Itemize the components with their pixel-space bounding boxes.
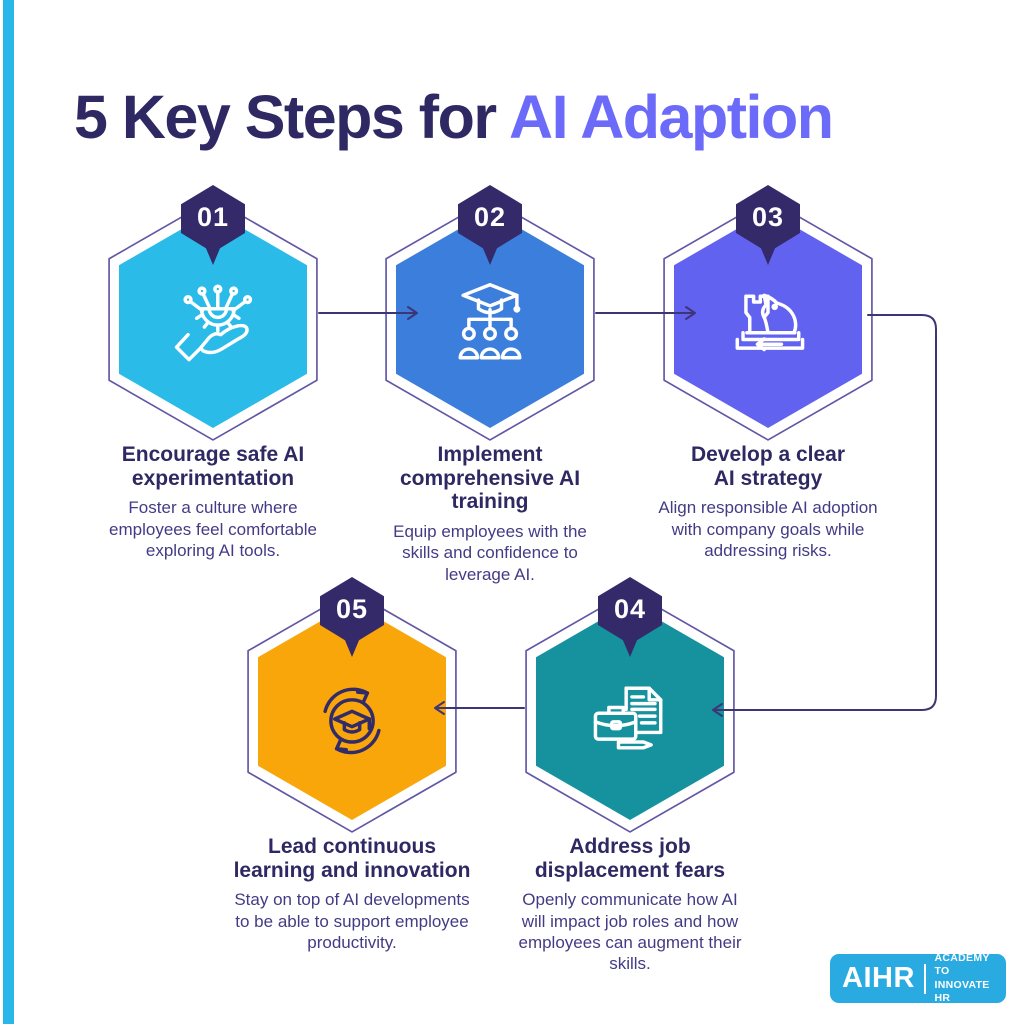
tagline-line2: INNOVATE HR [934, 978, 990, 1004]
training-org-chart-icon [458, 283, 522, 360]
step-description: Openly communicate how AI will impact jo… [518, 890, 742, 974]
title-accent: AI Adaption [509, 83, 834, 151]
hexagon-shape [119, 211, 307, 428]
step-04: 04 Address job displacement fears Openly… [480, 577, 780, 974]
step-title: Lead continuous learning and innovation [233, 835, 471, 882]
tagline-line1: ACADEMY TO [934, 952, 990, 978]
hexagon [119, 211, 307, 428]
step-title: Address job displacement fears [534, 835, 726, 882]
chess-strategy-icon [735, 293, 805, 352]
step-03-hexagon-area: 03 [618, 185, 918, 441]
step-title: Develop a clear AI strategy [690, 443, 846, 490]
step-01-hexagon-area: 01 [63, 185, 363, 441]
step-02: 02 Implement comprehensive AI training E… [340, 185, 640, 585]
step-number: 02 [473, 202, 507, 232]
step-number: 03 [751, 202, 785, 232]
step-02-hexagon-area: 02 [340, 185, 640, 441]
step-number: 01 [196, 202, 230, 232]
step-description: Equip employees with the skills and conf… [393, 522, 587, 584]
step-title: Implement comprehensive AI training [399, 443, 581, 514]
step-number: 04 [613, 594, 647, 624]
step-number-badge: 03 [736, 185, 800, 265]
aihr-logo: AIHR ACADEMY TO INNOVATE HR [830, 952, 1006, 1005]
step-description: Stay on top of AI developments to be abl… [234, 890, 470, 952]
step-description: Align responsible AI adoption with compa… [658, 498, 878, 560]
step-05-hexagon-area: 05 [202, 577, 502, 833]
title-prefix: 5 Key Steps for [74, 83, 497, 151]
hexagon-shape [536, 603, 724, 820]
hand-ai-gear-icon [174, 284, 253, 362]
left-accent-bar [3, 0, 14, 1024]
step-04-hexagon-area: 04 [480, 577, 780, 833]
step-number: 05 [335, 594, 369, 624]
continuous-learning-icon [323, 687, 381, 755]
step-05: 05 Lead continuous learning and innovati… [202, 577, 502, 953]
step-03: 03 Develop a clear AI strategy Align res… [618, 185, 918, 561]
step-title: Encourage safe AI experimentation [121, 443, 305, 490]
briefcase-document-icon [593, 686, 663, 750]
hexagon [536, 603, 724, 820]
aihr-logo-tagline: ACADEMY TO INNOVATE HR [935, 952, 995, 1005]
step-description: Foster a culture where employees feel co… [109, 498, 317, 560]
step-01: 01 Encourage safe AI experimentation [63, 185, 363, 561]
aihr-logo-brand: AIHR [842, 962, 915, 994]
logo-divider [923, 963, 926, 994]
